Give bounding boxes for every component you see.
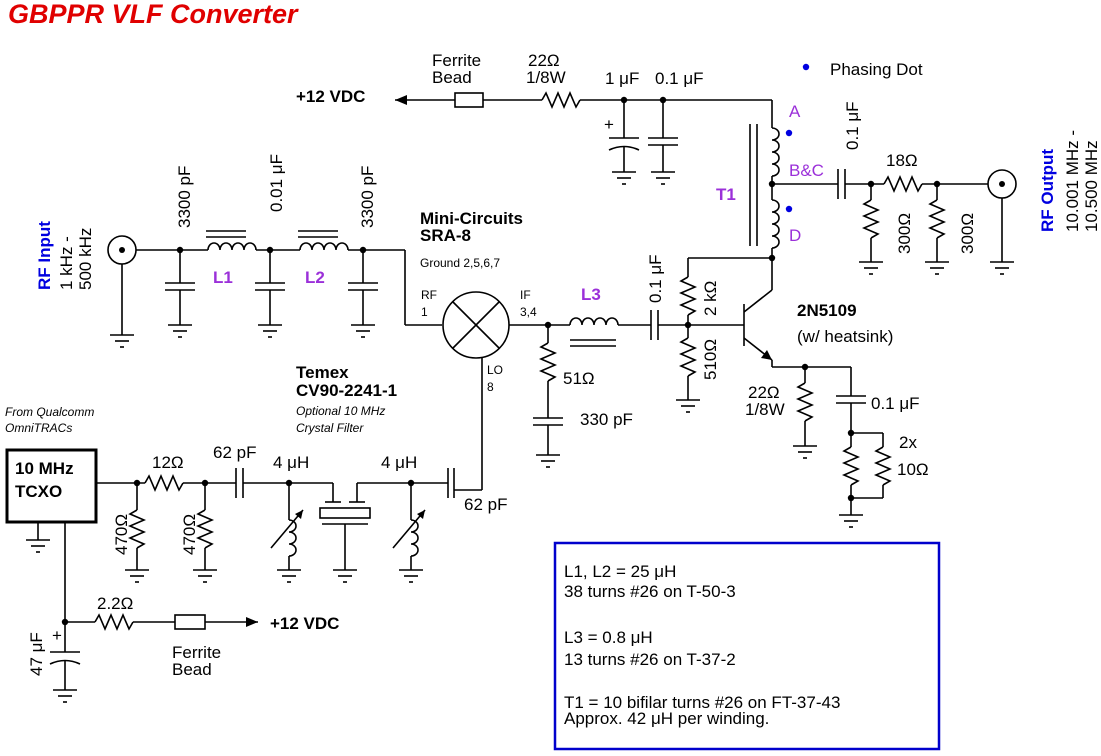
- c1uf-label: 1 μF: [605, 69, 639, 88]
- c47-label: 47 μF: [27, 632, 46, 676]
- phasing-dot-label: Phasing Dot: [830, 60, 923, 79]
- l4b-label: 4 μH: [381, 453, 417, 472]
- r51-label: 51Ω: [563, 369, 595, 388]
- r22-emitter-value: 22Ω: [748, 383, 780, 402]
- mixer-name-2: SRA-8: [420, 226, 471, 245]
- rf-output-range-1: 10.001 MHz -: [1063, 130, 1082, 232]
- c330-label: 330 pF: [580, 410, 633, 429]
- r22b-label: 2.2Ω: [97, 594, 133, 613]
- tcxo-box: [5, 448, 98, 524]
- r470b-label: 470Ω: [180, 514, 199, 555]
- mixer-lo-port: LO: [487, 363, 503, 377]
- if-section: [533, 257, 772, 468]
- note-line-2: 38 turns #26 on T-50-3: [564, 582, 736, 601]
- t1-pin-bc: B&C: [789, 161, 824, 180]
- transformer-t1: [749, 100, 838, 290]
- transistor-2n5109: [743, 289, 893, 528]
- c01uf-out-label: 0.1 μF: [843, 101, 862, 150]
- phasing-dot-legend-icon: [802, 63, 810, 71]
- mixer-ground-note: Ground 2,5,6,7: [420, 256, 500, 270]
- r300a-label: 300Ω: [895, 213, 914, 254]
- c3300a-label: 3300 pF: [175, 166, 194, 228]
- c62b-label: 62 pF: [464, 495, 507, 514]
- mixer-sra8: [442, 291, 548, 491]
- diagram-title: GBPPR VLF Converter: [8, 0, 299, 29]
- c001-label: 0.01 μF: [267, 154, 286, 212]
- lo-chain: +: [5, 448, 455, 703]
- r510-label: 510Ω: [701, 339, 720, 380]
- c01uf-top-label: 0.1 μF: [655, 69, 704, 88]
- c62a-label: 62 pF: [213, 443, 256, 462]
- r22-top-rating: 1/8W: [526, 68, 566, 87]
- temex-note-1: Optional 10 MHz: [296, 404, 385, 418]
- c3300b-label: 3300 pF: [358, 166, 377, 228]
- c01-if-label: 0.1 μF: [646, 254, 665, 303]
- t1-pin-d: D: [789, 226, 801, 245]
- r22-emitter-rating: 1/8W: [745, 400, 785, 419]
- tcxo-label-1: 10 MHz: [15, 459, 74, 478]
- ferrite-bead-top: [454, 92, 484, 108]
- l4a-label: 4 μH: [273, 453, 309, 472]
- note-line-5: T1 = 10 bifilar turns #26 on FT-37-43: [564, 693, 840, 712]
- power-label-top: +12 VDC: [296, 87, 365, 106]
- t1-pin-a: A: [789, 102, 801, 121]
- r2k-label: 2 kΩ: [701, 281, 720, 316]
- resistor-22-top: [541, 90, 581, 110]
- l2-label: L2: [305, 268, 325, 287]
- mixer-lo-pin: 8: [487, 380, 494, 394]
- notes-box: [553, 541, 941, 751]
- rf-input-range-1: 1 kHz -: [57, 236, 76, 290]
- r10-value: 10Ω: [897, 460, 929, 479]
- power-label-bottom: +12 VDC: [270, 614, 339, 633]
- temex-note-2: Crystal Filter: [296, 421, 364, 435]
- input-filter: [107, 230, 442, 348]
- r18-label: 18Ω: [886, 151, 918, 170]
- r12-label: 12Ω: [152, 453, 184, 472]
- rf-output-label: RF Output: [1038, 149, 1057, 232]
- supply-top: +: [395, 90, 772, 185]
- ferrite-bottom-label-2: Bead: [172, 660, 212, 679]
- note-line-1: L1, L2 = 25 μH: [564, 562, 676, 581]
- rf-input-label: RF Input: [35, 221, 54, 290]
- l3-label: L3: [581, 285, 601, 304]
- t1-label: T1: [716, 185, 736, 204]
- svg-text:+: +: [52, 626, 62, 645]
- mixer-if-pin: 3,4: [520, 305, 537, 319]
- r22-top-value: 22Ω: [528, 51, 560, 70]
- ferrite-bottom-label-1: Ferrite: [172, 643, 221, 662]
- tcxo-label-2: TCXO: [15, 482, 62, 501]
- transistor-note: (w/ heatsink): [797, 327, 893, 346]
- transistor-name: 2N5109: [797, 301, 857, 320]
- output-network: [837, 169, 1017, 275]
- qualcomm-note-1: From Qualcomm: [5, 405, 94, 419]
- temex-name-1: Temex: [296, 363, 349, 382]
- mixer-rf-port: RF: [421, 288, 437, 302]
- mixer-if-port: IF: [520, 288, 531, 302]
- temex-name-2: CV90-2241-1: [296, 381, 397, 400]
- r10-count: 2x: [899, 433, 917, 452]
- l1-label: L1: [213, 268, 233, 287]
- svg-text:+: +: [604, 115, 614, 134]
- mixer-name-1: Mini-Circuits: [420, 209, 523, 228]
- qualcomm-note-2: OmniTRACs: [5, 421, 72, 435]
- note-line-3: L3 = 0.8 μH: [564, 628, 653, 647]
- rf-input-range-2: 500 kHz: [76, 228, 95, 290]
- c01-emitter-label: 0.1 μF: [871, 394, 920, 413]
- r300b-label: 300Ω: [958, 213, 977, 254]
- r470a-label: 470Ω: [112, 514, 131, 555]
- note-line-6: Approx. 42 μH per winding.: [564, 709, 769, 728]
- note-line-4: 13 turns #26 on T-37-2: [564, 650, 736, 669]
- ferrite-top-label-1: Ferrite: [432, 51, 481, 70]
- rf-output-range-2: 10.500 MHz: [1082, 140, 1101, 232]
- ferrite-top-label-2: Bead: [432, 68, 472, 87]
- mixer-rf-pin: 1: [421, 305, 428, 319]
